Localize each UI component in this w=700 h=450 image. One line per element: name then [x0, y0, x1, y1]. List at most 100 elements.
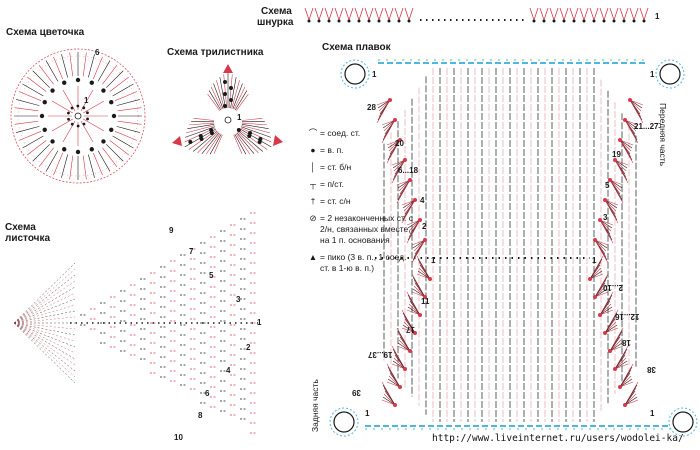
trefoil-chain-dot	[247, 134, 252, 138]
flower-stitch	[27, 76, 47, 92]
trefoil-stitch	[230, 77, 237, 109]
trefoil-chain-dot	[229, 98, 233, 102]
fan-stitch	[604, 321, 617, 334]
flower-stitch	[82, 155, 87, 180]
fan-stitch	[403, 321, 416, 334]
cord-chain-dot	[602, 19, 606, 23]
cord-stitch	[374, 7, 384, 22]
fan-stitch	[387, 139, 401, 149]
fan-stitch	[629, 99, 643, 109]
fan-stitch	[624, 399, 639, 406]
trefoil-stitch	[208, 90, 222, 111]
cord-stitch	[304, 7, 314, 22]
fan-dot	[588, 277, 592, 281]
trefoil-stitch	[241, 126, 272, 138]
trefoil-stitch	[228, 74, 233, 109]
flower-stitch	[14, 120, 39, 125]
fan-stitch	[411, 239, 426, 246]
briefs-row-number: 28	[367, 103, 376, 112]
flower-chain-dot	[101, 139, 106, 144]
trefoil-stitch	[241, 123, 269, 130]
fan-stitch	[624, 119, 637, 132]
flower-stitch	[106, 144, 124, 162]
trefoil-diagram	[172, 64, 283, 155]
fan-dot	[408, 349, 412, 353]
fan-stitch	[599, 219, 613, 229]
fan-stitch	[614, 363, 629, 370]
leaf-title-line1: Схема	[5, 222, 36, 233]
briefs-row-number: 1	[650, 70, 655, 79]
flower-stitch	[45, 60, 59, 82]
dot-icon: ●	[310, 145, 316, 155]
fan-dot	[598, 218, 602, 222]
fan-stitch	[604, 318, 616, 334]
corner-ring	[672, 411, 694, 433]
fan-stitch	[391, 159, 406, 184]
picot-right	[273, 135, 283, 146]
fan-dot	[618, 138, 622, 142]
fan-stitch	[397, 179, 411, 189]
briefs-row-number: 38	[647, 365, 656, 374]
cord-stitch	[629, 7, 639, 22]
fan-dot	[603, 331, 607, 335]
picot-icon: ▲	[308, 252, 318, 262]
trefoil-chain-dot	[209, 128, 214, 132]
fan-stitch	[386, 139, 401, 164]
trefoil-title: Схема трилистника	[167, 47, 264, 58]
flower-stitch	[22, 135, 44, 149]
fan-stitch	[381, 119, 396, 126]
leaf-fan-stitch	[13, 322, 76, 378]
briefs-row-number: 19...37	[368, 350, 393, 359]
fan-stitch	[401, 199, 416, 206]
fan-stitch	[401, 327, 416, 334]
cord-chain-dot	[357, 19, 361, 23]
fan-stitch	[609, 342, 623, 352]
cord-diagram	[304, 7, 649, 23]
fan-stitch	[614, 159, 628, 169]
leaf-fan-stitch	[13, 262, 76, 324]
flower-inner-stitch	[83, 118, 105, 132]
flower-stitch	[102, 65, 118, 85]
trefoil-stitch	[189, 122, 215, 126]
briefs-row-number: 1	[592, 256, 597, 265]
briefs-row-number: 19	[612, 150, 621, 159]
corner-ring-edge	[655, 59, 685, 89]
flower-chain-dot	[109, 127, 114, 132]
briefs-row-number: 11	[421, 297, 430, 306]
fan-stitch	[594, 239, 609, 264]
flower-diagram	[10, 48, 146, 184]
cord-chain-dot	[542, 19, 546, 23]
cord-chain-dot	[572, 19, 576, 23]
cord-stitch	[619, 7, 629, 22]
flower-chain-dot	[101, 88, 106, 93]
legend-item-chain: ● = в. п.	[306, 145, 416, 156]
leaf-fan-stitch	[13, 280, 76, 324]
fan-stitch	[394, 354, 406, 370]
trefoil-stitch	[193, 130, 218, 152]
fan-stitch	[599, 303, 612, 316]
trefoil-stitch	[187, 123, 215, 130]
flower-stitch	[45, 150, 59, 172]
fan-stitch	[391, 159, 406, 166]
fan-stitch	[407, 219, 421, 229]
fan-stitch	[624, 119, 639, 126]
fan-stitch	[619, 375, 632, 388]
corner-ring	[344, 63, 366, 85]
cord-chain-dot	[347, 19, 351, 23]
flower-stitch	[18, 131, 42, 141]
cord-stitch	[609, 7, 619, 22]
fan-stitch	[609, 336, 621, 352]
trefoil-stitch	[207, 93, 220, 111]
briefs-row-number: 1	[431, 256, 436, 265]
fan-stitch	[413, 285, 426, 298]
fan-stitch	[386, 381, 401, 388]
fan-stitch	[604, 199, 617, 212]
flower-stitch	[38, 65, 54, 85]
briefs-row-number: 39	[352, 388, 361, 397]
fan-stitch	[412, 288, 426, 298]
legend-item-cluster: ⊘ = 2 незаконченных ст. с 2/н, связанных…	[306, 213, 416, 246]
fan-stitch	[599, 306, 613, 316]
fan-stitch	[417, 270, 431, 280]
cord-stitch	[579, 7, 589, 22]
